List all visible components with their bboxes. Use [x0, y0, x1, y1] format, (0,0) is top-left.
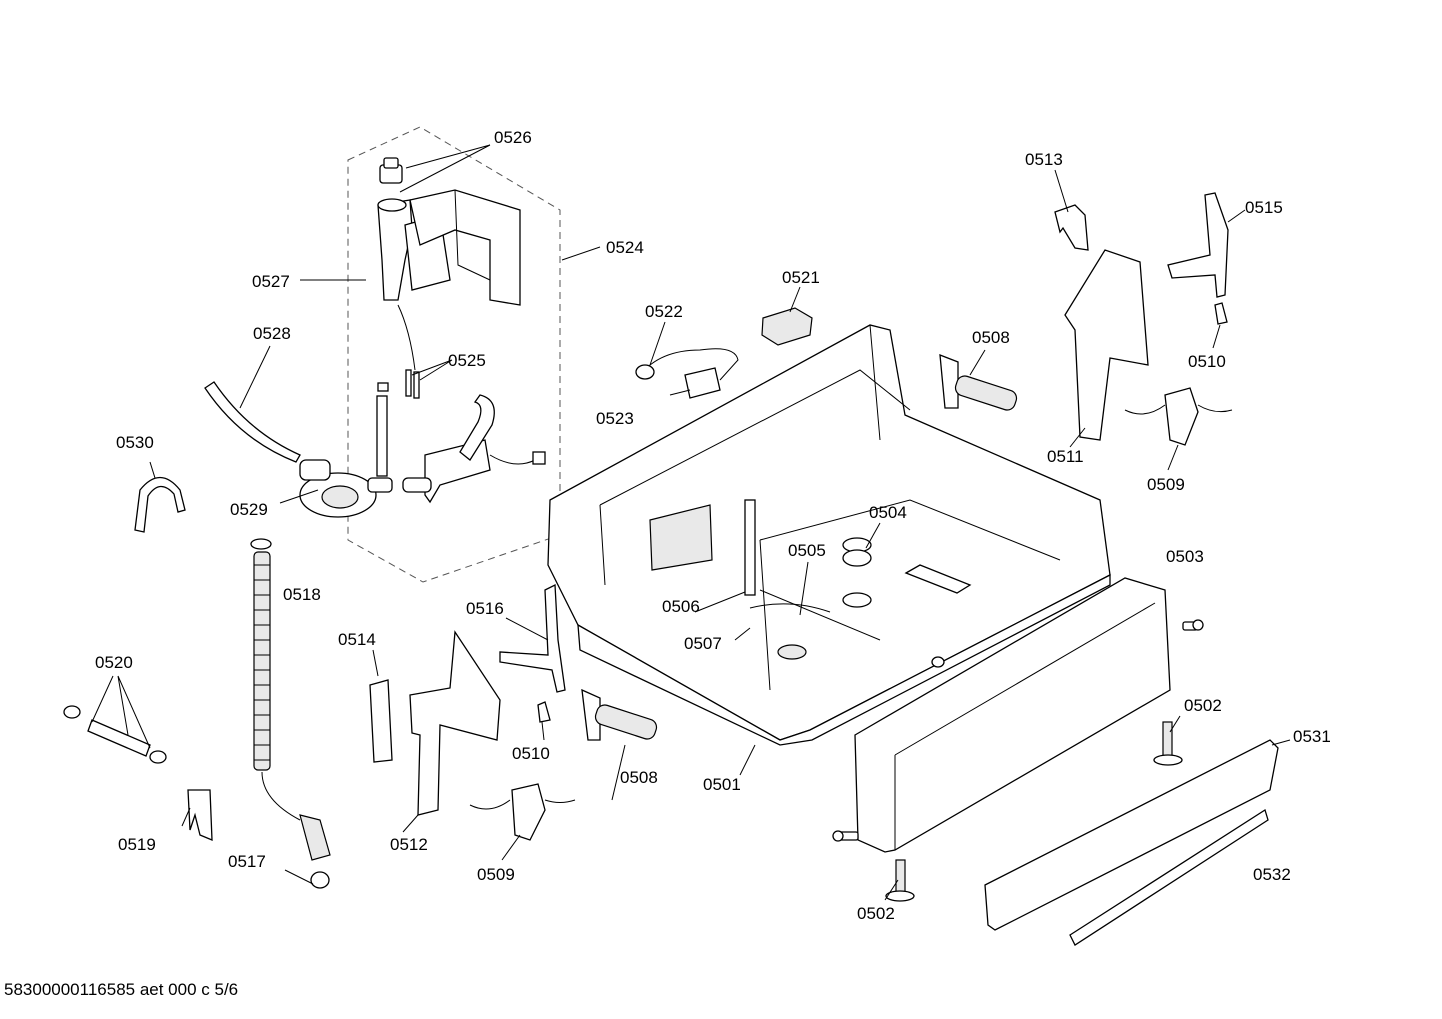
part-0517-hose-end — [299, 814, 331, 889]
label-0522: 0522 — [645, 302, 683, 321]
drawing-number: 58300000116585 aet 000 c 5/6 — [4, 980, 239, 999]
label-0515: 0515 — [1245, 198, 1283, 217]
part-0508-spring-right — [939, 354, 1018, 411]
label-0503: 0503 — [1166, 547, 1204, 566]
label-0529: 0529 — [230, 500, 268, 519]
label-0510-left: 0510 — [512, 744, 550, 763]
label-0520: 0520 — [95, 653, 133, 672]
part-0529-pump — [299, 459, 393, 518]
part-0519-clip — [187, 789, 213, 841]
label-0518: 0518 — [283, 585, 321, 604]
part-0515-bracket — [1167, 192, 1229, 298]
part-0509-switch-left — [469, 783, 576, 841]
part-0522-connector — [635, 364, 655, 380]
label-0513: 0513 — [1025, 150, 1063, 169]
part-0508-spring-left — [581, 688, 658, 741]
part-0523-socket — [684, 367, 721, 399]
part-0512-bracket — [409, 630, 501, 816]
label-0508-left: 0508 — [620, 768, 658, 787]
label-0532: 0532 — [1253, 865, 1291, 884]
part-0502-foot-right — [1153, 721, 1183, 766]
label-0509-left: 0509 — [477, 865, 515, 884]
label-0509-right: 0509 — [1147, 475, 1185, 494]
label-0514: 0514 — [338, 630, 376, 649]
label-0521: 0521 — [782, 268, 820, 287]
label-0519: 0519 — [118, 835, 156, 854]
label-0510-right: 0510 — [1188, 352, 1226, 371]
part-0527-pump-valve — [377, 157, 451, 371]
part-0502-foot-left — [885, 859, 915, 902]
label-0505: 0505 — [788, 541, 826, 560]
label-0502-right: 0502 — [1184, 696, 1222, 715]
panel-front-face-line — [894, 602, 1156, 850]
part-0520-tube — [63, 705, 167, 764]
label-0530: 0530 — [116, 433, 154, 452]
part-0531-trim — [984, 739, 1279, 931]
part-0530-clip — [134, 476, 186, 533]
part-0521-connector — [761, 307, 813, 346]
part-pump-bracket — [402, 394, 546, 504]
label-0516: 0516 — [466, 599, 504, 618]
label-0507: 0507 — [684, 634, 722, 653]
part-0524-cover — [409, 189, 521, 306]
label-0526: 0526 — [494, 128, 532, 147]
part-0503-screw — [1182, 619, 1204, 631]
part-0509-switch-right — [1124, 387, 1233, 446]
part-0513-bracket — [1054, 204, 1089, 251]
label-0504: 0504 — [869, 503, 907, 522]
part-0532-strip — [1069, 808, 1269, 946]
label-0531: 0531 — [1293, 727, 1331, 746]
part-0526-caps — [376, 395, 388, 477]
label-0528: 0528 — [253, 324, 291, 343]
label-0512: 0512 — [390, 835, 428, 854]
label-0525: 0525 — [448, 351, 486, 370]
part-0511-bracket — [1064, 249, 1149, 441]
label-0527: 0527 — [252, 272, 290, 291]
part-side-screw — [832, 830, 859, 842]
label-0524: 0524 — [606, 238, 644, 257]
part-0510-clip-left — [537, 701, 551, 723]
part-0528-hose — [204, 381, 301, 463]
label-0502-left: 0502 — [857, 904, 895, 923]
label-0523: 0523 — [596, 409, 634, 428]
part-0522-cable — [639, 348, 739, 381]
label-0501: 0501 — [703, 775, 741, 794]
label-0511: 0511 — [1047, 447, 1084, 466]
label-0508-right: 0508 — [972, 328, 1010, 347]
label-0517: 0517 — [228, 852, 266, 871]
part-0525-pins — [377, 369, 420, 399]
part-0503-panel — [854, 577, 1171, 853]
part-0516-bracket — [499, 583, 566, 693]
part-0510-clip-right — [1214, 302, 1228, 325]
leader-lines — [91, 144, 1291, 901]
part-0514-bracket — [369, 679, 393, 763]
part-0501-base-tub — [547, 324, 1111, 746]
label-0506: 0506 — [662, 597, 700, 616]
part-0518-corrugated-hose — [250, 538, 301, 821]
